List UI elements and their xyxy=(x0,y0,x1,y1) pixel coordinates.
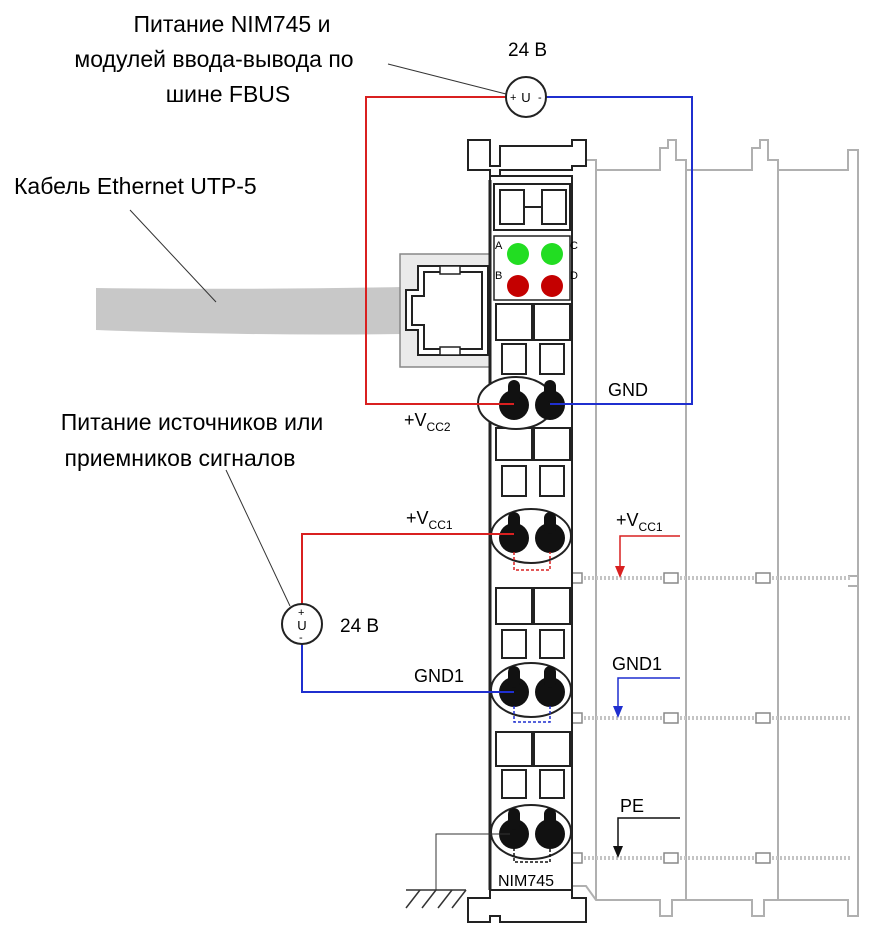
signal-pointer xyxy=(225,469,291,607)
adjacent-modules xyxy=(572,139,859,917)
signal-voltage-source: U + - xyxy=(281,603,323,645)
fbus-power-label-line3: шине FBUS xyxy=(166,81,291,107)
rail-clips xyxy=(565,572,771,864)
led-b-label: B xyxy=(495,270,502,282)
led-c xyxy=(541,243,563,265)
signal-plus-wire xyxy=(301,533,514,604)
led-a-label: A xyxy=(495,240,503,252)
gnd1-bus-label: GND1 xyxy=(612,654,662,674)
gnd1-arrowhead xyxy=(613,706,623,718)
terminal-blocks xyxy=(495,303,571,799)
pe-bus-arrow xyxy=(617,817,680,854)
fbus-pointer xyxy=(387,63,507,95)
pe-label: PE xyxy=(620,796,644,816)
signal-minus-wire xyxy=(301,644,514,693)
signal-power-label-line1: Питание источников или xyxy=(61,409,323,435)
ethernet-cable xyxy=(96,287,402,335)
led-a xyxy=(507,243,529,265)
signal-source-symbol: U xyxy=(297,618,306,633)
gnd1-bus-arrow xyxy=(617,677,680,714)
ground-wire xyxy=(435,833,510,890)
fbus-source-minus: - xyxy=(538,92,542,104)
fbus-power-label-line2: модулей ввода-вывода по xyxy=(74,46,353,72)
vcc1-bus-label: +VCC1 xyxy=(616,510,663,534)
signal-voltage-label: 24 В xyxy=(340,616,379,637)
signal-source-minus: - xyxy=(299,632,303,644)
bridge-vcc1 xyxy=(513,552,551,571)
signal-power-label-line2: приемников сигналов xyxy=(65,445,296,471)
vcc2-label: +VCC2 xyxy=(404,410,451,434)
bus-rails xyxy=(572,576,850,860)
fbus-plus-wire xyxy=(365,96,514,405)
gnd-label: GND xyxy=(608,380,648,400)
fbus-minus-wire xyxy=(546,96,693,405)
fbus-source-symbol: U xyxy=(521,90,530,105)
bridge-pe xyxy=(513,848,551,863)
fbus-source-plus: + xyxy=(510,92,516,104)
fbus-voltage-label: 24 В xyxy=(508,40,547,61)
led-c-label: C xyxy=(570,240,578,252)
gnd1-label: GND1 xyxy=(414,666,464,686)
ethernet-cable-label: Кабель Ethernet UTP-5 xyxy=(14,173,257,199)
bridge-gnd1 xyxy=(513,706,551,723)
rj45-connector xyxy=(399,253,491,368)
fbus-voltage-source: U + - xyxy=(505,76,547,118)
fbus-power-label-line1: Питание NIM745 и xyxy=(134,11,331,37)
led-b xyxy=(507,275,529,297)
ground-symbol xyxy=(405,889,467,909)
pe-arrowhead xyxy=(613,846,623,858)
signal-source-plus: + xyxy=(298,607,304,619)
vcc1-bus-arrow xyxy=(619,535,680,574)
ethernet-pointer xyxy=(129,209,217,303)
vcc1-label: +VCC1 xyxy=(406,508,453,532)
module-name-label: NIM745 xyxy=(498,873,554,890)
led-panel: A C B D xyxy=(493,235,578,301)
vcc1-arrowhead xyxy=(615,566,625,578)
led-d xyxy=(541,275,563,297)
led-d-label: D xyxy=(570,270,578,282)
